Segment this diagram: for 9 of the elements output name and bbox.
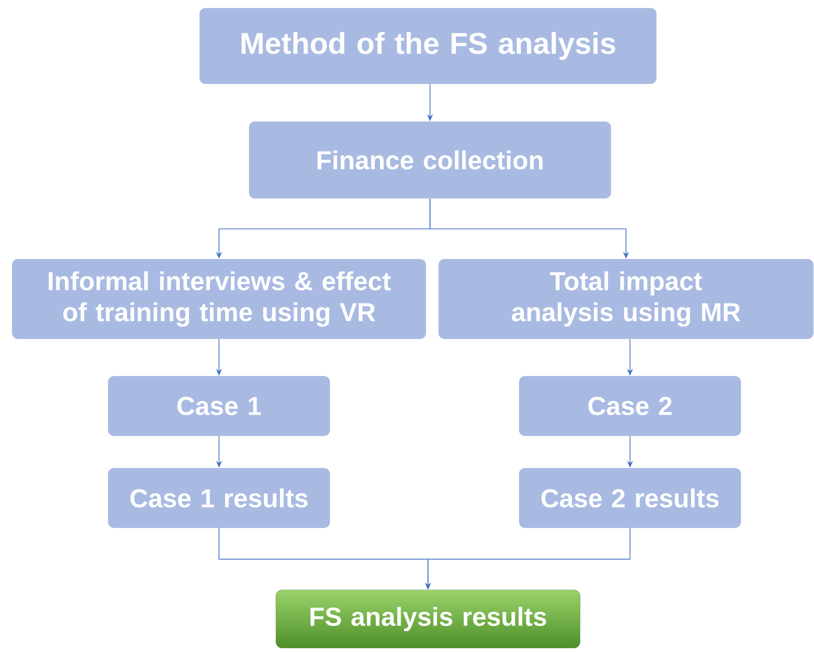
process-box: Total impact analysis using MR <box>438 258 814 339</box>
result-box: FS analysis results <box>276 590 580 648</box>
process-box: Case 2 <box>519 376 741 436</box>
process-box: Finance collection <box>249 121 611 198</box>
process-box: Informal interviews & effect of training time using VR <box>12 258 426 339</box>
process-box: Case 1 <box>108 376 330 436</box>
process-box: Case 1 results <box>108 468 330 528</box>
process-box: Case 2 results <box>519 468 741 528</box>
title-box: Method of the FS analysis <box>200 8 656 84</box>
